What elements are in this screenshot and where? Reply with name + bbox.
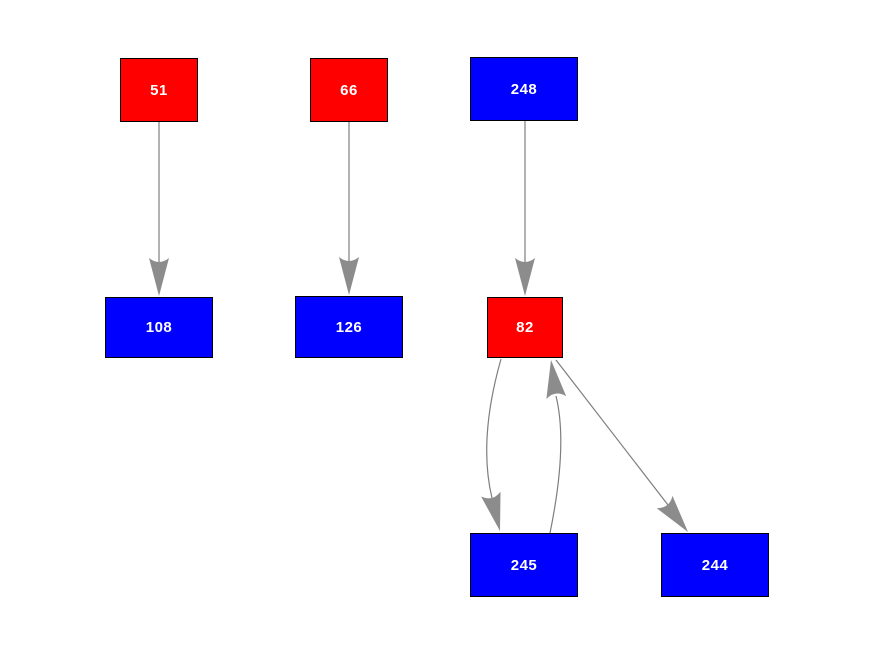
node-126: 126: [295, 296, 403, 358]
node-108: 108: [105, 297, 213, 358]
edge-248-82: [515, 121, 535, 296]
edge-82-245: [481, 358, 502, 531]
node-82: 82: [487, 297, 563, 358]
edge-82-244-arrowhead-icon: [656, 495, 688, 532]
edge-82-244: [555, 359, 688, 532]
node-248: 248: [470, 57, 578, 121]
node-245: 245: [470, 533, 578, 597]
edge-245-82-arrowhead-icon: [546, 360, 567, 400]
edge-51-108: [149, 122, 169, 296]
edge-51-108-arrowhead-icon: [149, 258, 169, 296]
edge-245-82: [546, 360, 567, 534]
node-51: 51: [120, 58, 198, 122]
edge-248-82-arrowhead-icon: [515, 258, 535, 296]
edge-82-245-arrowhead-icon: [481, 491, 501, 531]
node-66: 66: [310, 58, 388, 122]
edge-66-126-arrowhead-icon: [339, 257, 359, 295]
edge-66-126: [339, 122, 359, 295]
node-244: 244: [661, 533, 769, 597]
